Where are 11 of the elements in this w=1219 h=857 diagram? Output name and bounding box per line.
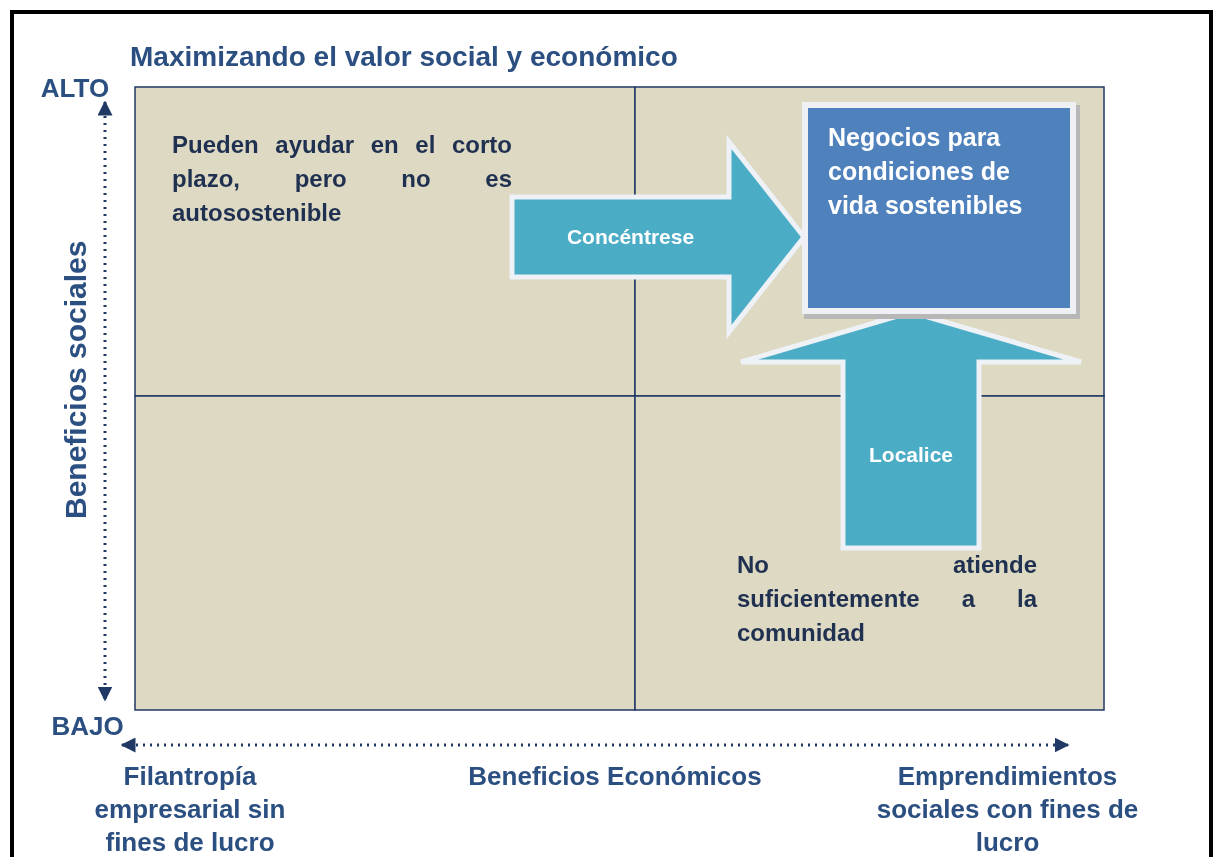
quadrant-text: Pueden ayudar en el corto plazo, pero no es autosostenible — [172, 128, 512, 250]
title: Maximizando el valor social y económico — [130, 40, 678, 73]
axis-title: Beneficios Económicos — [467, 760, 763, 793]
edge-label: Concéntrese — [566, 225, 695, 249]
axis-end-label: BAJO — [50, 710, 125, 743]
edge-label: Localice — [869, 443, 953, 467]
axis-end-label: ALTO — [39, 72, 111, 105]
quadrant-text: No atiende suficientemente a la comunidad — [737, 548, 1037, 652]
axis-title: Beneficios sociales — [58, 239, 93, 522]
axis-category-label: Emprendimientos sociales con fines de lucro — [875, 760, 1140, 857]
axis-category-label: Filantropía empresarial sin fines de lucro — [93, 760, 287, 857]
